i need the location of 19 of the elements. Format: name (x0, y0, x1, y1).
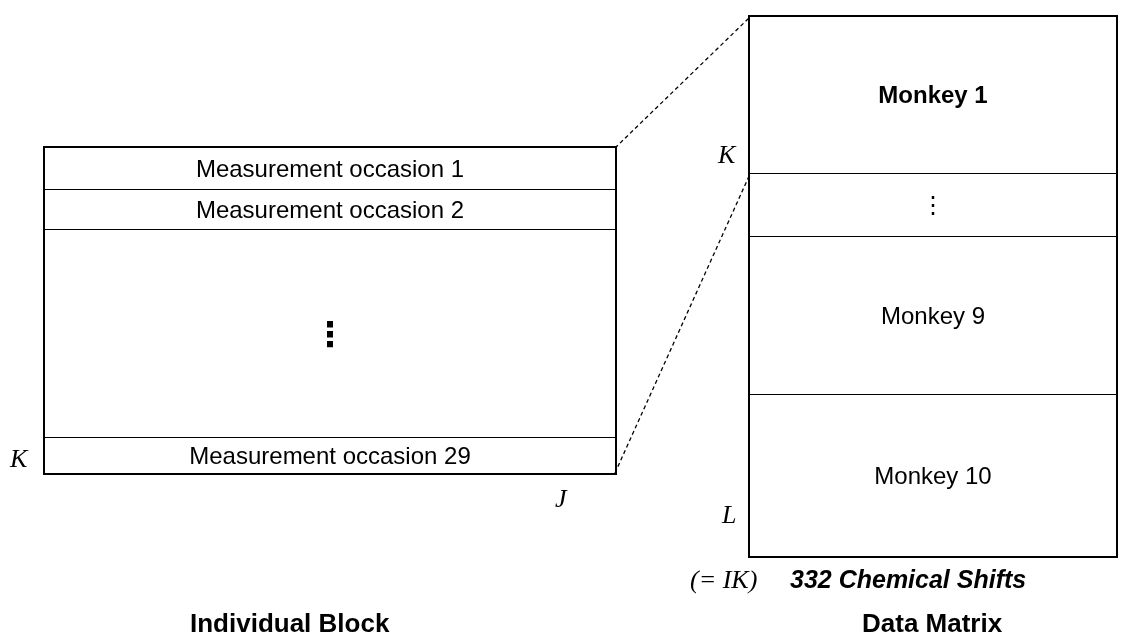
axis-label: 332 Chemical Shifts (790, 565, 1027, 594)
individual-block-matrix (43, 146, 617, 475)
ellipsis-row: ⋮ (45, 230, 615, 437)
dimension-letter: K (718, 140, 736, 170)
dimension-letter: K (10, 444, 28, 474)
matrix-row: Measurement occasion 29 (45, 437, 615, 473)
matrix-row: Measurement occasion 2 (45, 190, 615, 230)
dimension-note: (= IK) (690, 565, 758, 595)
caption: Individual Block (190, 608, 390, 639)
matrix-row: Monkey 1 (750, 17, 1116, 174)
matrix-row: Measurement occasion 1 (45, 148, 615, 190)
caption: Data Matrix (862, 608, 1003, 639)
dimension-letter: L (722, 500, 737, 530)
dimension-letter: J (555, 484, 567, 514)
dashed-line (614, 16, 751, 149)
matrix-row: Monkey 10 (750, 395, 1116, 556)
data-matrix (748, 15, 1118, 558)
matrix-row: Monkey 9 (750, 237, 1116, 395)
matrix-row: ⋮ (750, 174, 1116, 237)
